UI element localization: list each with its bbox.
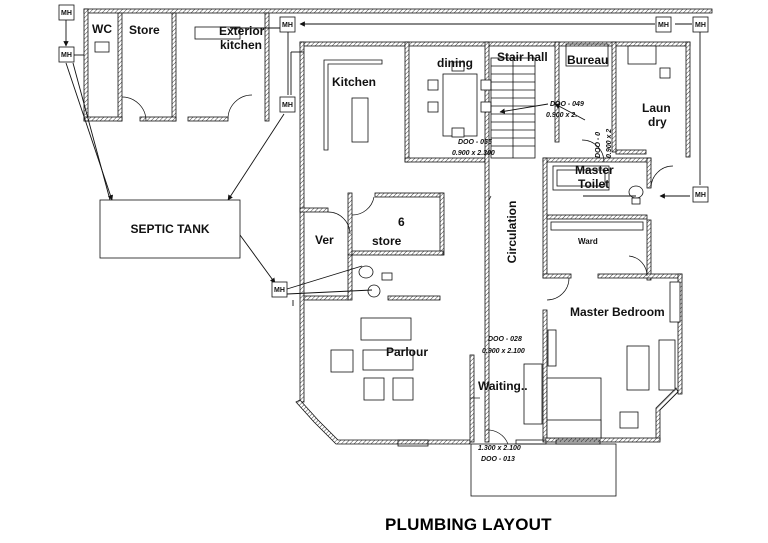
room-label-parlour: Parlour (386, 345, 428, 359)
room-label-stair-hall: Stair hall (497, 50, 548, 64)
room-labels: WC Store Exterior kitchen Kitchen dining… (92, 22, 671, 393)
door-tag-size: 0.900 x 2.100 (482, 348, 525, 355)
manhole: MH (692, 16, 709, 33)
manhole: MH (279, 96, 296, 113)
furniture (323, 43, 681, 497)
door-tag-size: 0.900 x 2 (606, 129, 613, 158)
room-label-dining: dining (437, 56, 473, 70)
manhole: MH (58, 46, 75, 63)
drawing-title: PLUMBING LAYOUT (385, 515, 552, 534)
svg-text:MH: MH (695, 192, 706, 199)
manhole: MH (279, 16, 296, 33)
room-label-bureau: Bureau (567, 53, 608, 67)
svg-text:MH: MH (282, 102, 293, 109)
door-tag-code: DOO - 013 (481, 456, 515, 463)
svg-text:MH: MH (282, 22, 293, 29)
room-label-waiting: Waiting.. (478, 379, 528, 393)
doors (327, 139, 674, 445)
door-tag-size: 1.300 x 2.100 (478, 445, 521, 452)
door-tag-size: 0.900 x 2. (546, 112, 577, 119)
room-label-circulation: Circulation (505, 201, 519, 264)
svg-text:MH: MH (61, 10, 72, 17)
septic-tank: SEPTIC TANK (99, 199, 241, 259)
svg-text:MH: MH (658, 22, 669, 29)
door-tag-code: DOO - 049 (550, 101, 584, 108)
door-tag-code: DOO - 0 (595, 132, 602, 158)
door-tags: DOO - 055 0.900 x 2.300 DOO - 049 0.900 … (452, 101, 613, 463)
room-label-exterior-kitchen-line1: Exterior (219, 24, 265, 38)
manhole: MH (58, 4, 75, 21)
room-label-store: Store (129, 23, 160, 37)
svg-text:MH: MH (274, 287, 285, 294)
manholes: MH MH MH MH MH MH MH MH (58, 4, 709, 298)
svg-text:MH: MH (695, 22, 706, 29)
room-label-exterior-kitchen-line2: kitchen (220, 38, 262, 52)
stairs (490, 57, 536, 159)
plumbing-pipes (63, 20, 701, 306)
manhole: MH (655, 16, 672, 33)
room-label-master-toilet-line1: Master (575, 163, 614, 177)
room-label-laundry-line2: dry (648, 115, 667, 129)
room-label-ward: Ward (578, 237, 598, 246)
septic-tank-label: SEPTIC TANK (130, 222, 209, 236)
room-label-wc: WC (92, 22, 112, 36)
room-label-master-bedroom: Master Bedroom (570, 305, 665, 319)
door-tag-code: DOO - 055 (458, 139, 492, 146)
svg-text:MH: MH (61, 52, 72, 59)
room-label-master-toilet-line2: Toilet (578, 177, 609, 191)
manhole: MH (271, 281, 288, 298)
main-house-walls (295, 41, 691, 445)
outbuilding (83, 8, 713, 122)
room-label-kitchen: Kitchen (332, 75, 376, 89)
room-label-store6-line2: store (372, 234, 402, 248)
manhole: MH (692, 186, 709, 203)
room-label-laundry-line1: Laun (642, 101, 671, 115)
room-label-store6-line1: 6 (398, 215, 405, 229)
room-label-ver: Ver (315, 233, 334, 247)
door-tag-code: DOO - 028 (488, 336, 522, 343)
door-tag-size: 0.900 x 2.300 (452, 150, 495, 157)
